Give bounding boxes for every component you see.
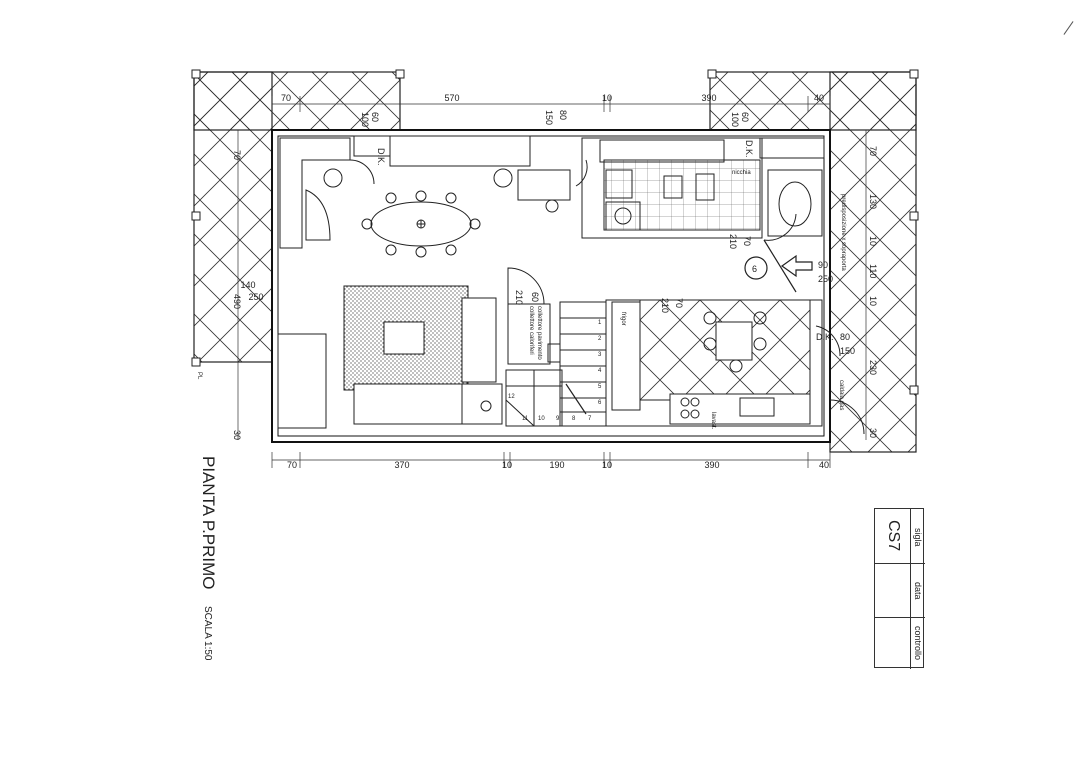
title-block-code: CS7 xyxy=(885,520,902,552)
bath-area xyxy=(575,137,825,241)
title-block: sigla data controllo CS7 xyxy=(874,508,925,669)
title-block-value-column xyxy=(875,509,911,669)
title-block-divider-2 xyxy=(875,617,925,618)
dimension-lines xyxy=(237,96,867,468)
title-block-divider-1 xyxy=(875,563,925,564)
drawing-title: PIANTA P.PRIMO xyxy=(199,456,218,590)
living-area xyxy=(277,267,561,429)
left-terrace xyxy=(191,69,405,367)
header-data: data xyxy=(913,582,923,600)
header-sigla: sigla xyxy=(913,527,923,547)
kitchen-area xyxy=(605,299,865,435)
stair-arrow xyxy=(744,239,813,293)
dining-area xyxy=(279,135,571,258)
header-controllo: controllo xyxy=(913,625,923,661)
drawing-scale: SCALA 1:50 xyxy=(202,606,213,661)
outer-walls xyxy=(271,129,831,443)
